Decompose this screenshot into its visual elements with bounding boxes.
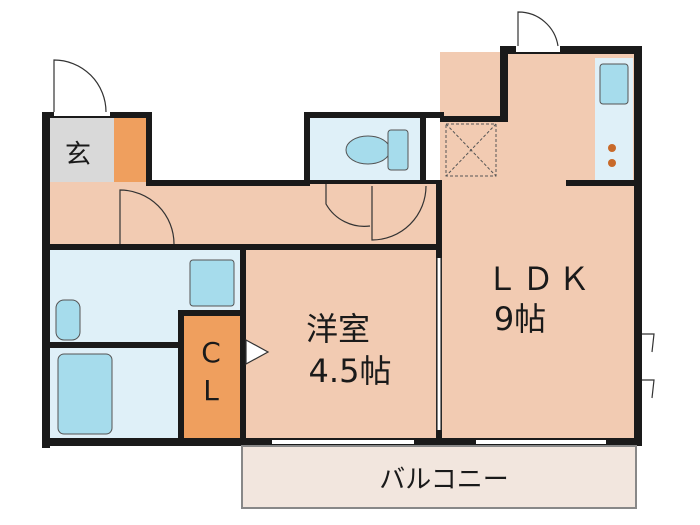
window (272, 440, 414, 444)
western-room-name-label: 洋室 (306, 310, 370, 348)
doors (53, 11, 655, 430)
stove-burner-icon (608, 159, 616, 167)
basin-icon (189, 259, 235, 307)
bathtub-icon (57, 353, 113, 435)
genkan-label: 玄 (65, 140, 91, 170)
storage-cross-icon (445, 123, 497, 177)
closet-label-line2: L (203, 374, 219, 407)
toilet-icon (345, 135, 391, 165)
hallway-floor (48, 182, 440, 248)
ldk-size-label: 9帖 (494, 300, 546, 338)
western-room-floor (242, 248, 438, 442)
balcony-floor (242, 444, 636, 508)
washbasin-icon (55, 299, 81, 341)
ldk-name-label: ＬＤＫ (486, 260, 594, 298)
window (476, 440, 606, 444)
stove-burner-icon (608, 144, 616, 152)
closet-label-line1: C (201, 336, 221, 369)
sink-icon (599, 63, 629, 105)
storage-icon (445, 123, 497, 177)
shoe-cabinet (114, 118, 146, 182)
closet-floor (184, 316, 240, 442)
toilet-tank-icon (387, 129, 409, 171)
western-room-size-label: 4.5帖 (309, 352, 392, 390)
balcony-railing (241, 445, 637, 509)
genkan-floor (48, 118, 114, 182)
balcony-label: バルコニー (379, 465, 508, 495)
